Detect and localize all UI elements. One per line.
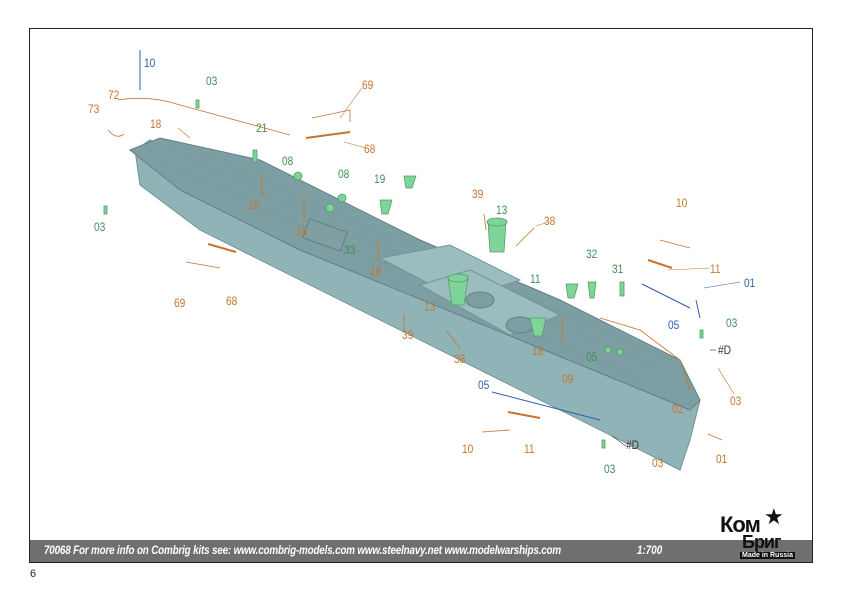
callout-d: #D bbox=[626, 438, 640, 452]
railing-11-b bbox=[507, 411, 541, 419]
deckhouse bbox=[302, 218, 348, 252]
ventilator-08-c bbox=[337, 193, 347, 203]
railing-68-b bbox=[207, 243, 237, 253]
callout-18: 18 bbox=[370, 264, 382, 278]
ventilator-08-a bbox=[293, 171, 303, 181]
callout-03: 03 bbox=[730, 394, 742, 408]
callout-08: 08 bbox=[282, 154, 294, 168]
callout-72: 72 bbox=[108, 88, 120, 102]
callout-05: 05 bbox=[478, 378, 490, 392]
ventilator-19-b bbox=[379, 199, 393, 215]
callout-05: 05 bbox=[668, 318, 680, 332]
part-03-d bbox=[601, 439, 606, 449]
callout-18: 18 bbox=[150, 117, 162, 131]
callout-39: 39 bbox=[472, 187, 484, 201]
ventilator-32 bbox=[587, 281, 597, 299]
crane-38 bbox=[515, 227, 535, 247]
funnel-13-a bbox=[487, 221, 507, 253]
callout-19: 19 bbox=[374, 172, 386, 186]
star-icon: ★ bbox=[764, 504, 784, 529]
etched-parts bbox=[107, 97, 723, 441]
wire-parts bbox=[139, 50, 701, 421]
callout-32: 32 bbox=[586, 247, 598, 261]
callout-69: 69 bbox=[174, 296, 186, 310]
callout-11: 11 bbox=[530, 272, 541, 286]
ventilator-11-a bbox=[529, 317, 547, 337]
callout-03: 03 bbox=[604, 462, 616, 476]
funnel-base-1 bbox=[465, 291, 495, 309]
callout-03: 03 bbox=[206, 74, 218, 88]
ventilator-05-a bbox=[604, 346, 612, 354]
ventilator-11-b bbox=[565, 283, 579, 299]
railing-72 bbox=[117, 97, 291, 136]
railing-02 bbox=[599, 317, 691, 391]
callout-03: 03 bbox=[652, 456, 664, 470]
callout-d: #D bbox=[718, 343, 732, 357]
callout-69: 69 bbox=[362, 78, 374, 92]
callout-10: 10 bbox=[462, 442, 474, 456]
callout-38: 38 bbox=[544, 214, 556, 228]
callout-11: 11 bbox=[710, 262, 721, 276]
logo-made-in: Made in Russia bbox=[740, 552, 795, 559]
part-21 bbox=[252, 149, 258, 163]
page-number: 6 bbox=[30, 568, 37, 580]
crane-38-b bbox=[445, 329, 461, 349]
footer-bar bbox=[30, 540, 812, 562]
railing-69-b bbox=[185, 261, 221, 269]
anchor-73 bbox=[107, 129, 125, 137]
resin-parts bbox=[103, 99, 704, 449]
logo-line2: Бриг bbox=[742, 532, 781, 552]
ventilator-05-b bbox=[616, 348, 624, 356]
davits-18 bbox=[261, 174, 563, 340]
callout-68: 68 bbox=[364, 142, 376, 156]
callout-13: 13 bbox=[424, 300, 436, 314]
leader-lines bbox=[177, 87, 741, 447]
ventilator-19-a bbox=[403, 175, 417, 189]
wire-05-b bbox=[491, 391, 601, 421]
railing-11-a bbox=[647, 259, 673, 269]
callout-68: 68 bbox=[226, 294, 238, 308]
wire-01 bbox=[695, 299, 701, 319]
callout-01: 01 bbox=[744, 276, 756, 290]
callout-39: 39 bbox=[402, 328, 414, 342]
callout-11: 11 bbox=[524, 442, 535, 456]
callout-18: 18 bbox=[532, 344, 544, 358]
callout-09: 09 bbox=[562, 372, 574, 386]
callout-02: 02 bbox=[672, 402, 684, 416]
callout-18: 18 bbox=[296, 224, 308, 238]
footer-scale: 1:700 bbox=[637, 543, 663, 557]
part-03-a bbox=[195, 99, 200, 109]
funnel-base-2 bbox=[505, 316, 535, 334]
railing-69-a bbox=[311, 109, 351, 122]
callout-03: 03 bbox=[94, 220, 106, 234]
railing-10-b bbox=[481, 429, 511, 433]
combrig-logo: Ком ★ Бриг Made in Russia bbox=[716, 504, 814, 562]
part-03-b bbox=[103, 205, 108, 215]
callout-10: 10 bbox=[676, 196, 688, 210]
ventilator-08-b bbox=[325, 203, 335, 213]
callout-73: 73 bbox=[88, 102, 100, 116]
callout-13: 13 bbox=[496, 203, 508, 217]
part-31 bbox=[619, 281, 625, 297]
footer-info-text: 70068 For more info on Combrig kits see:… bbox=[44, 543, 561, 557]
railing-10 bbox=[659, 239, 691, 249]
callout-10: 10 bbox=[144, 56, 156, 70]
callout-18: 18 bbox=[248, 198, 260, 212]
callout-21: 21 bbox=[256, 121, 268, 135]
railing-68-a bbox=[305, 131, 351, 139]
callout-38: 38 bbox=[454, 352, 466, 366]
callout-03: 03 bbox=[726, 316, 738, 330]
wire-05-a bbox=[641, 283, 691, 309]
callout-01: 01 bbox=[716, 452, 728, 466]
logo-line1: Ком bbox=[720, 512, 761, 537]
callout-05: 05 bbox=[586, 350, 598, 364]
railing-01-b bbox=[707, 433, 723, 441]
callout-31: 31 bbox=[612, 262, 624, 276]
callout-08: 08 bbox=[338, 167, 350, 181]
callout-33: 33 bbox=[344, 243, 356, 257]
mast-39 bbox=[483, 213, 487, 231]
part-03-c bbox=[699, 329, 704, 339]
